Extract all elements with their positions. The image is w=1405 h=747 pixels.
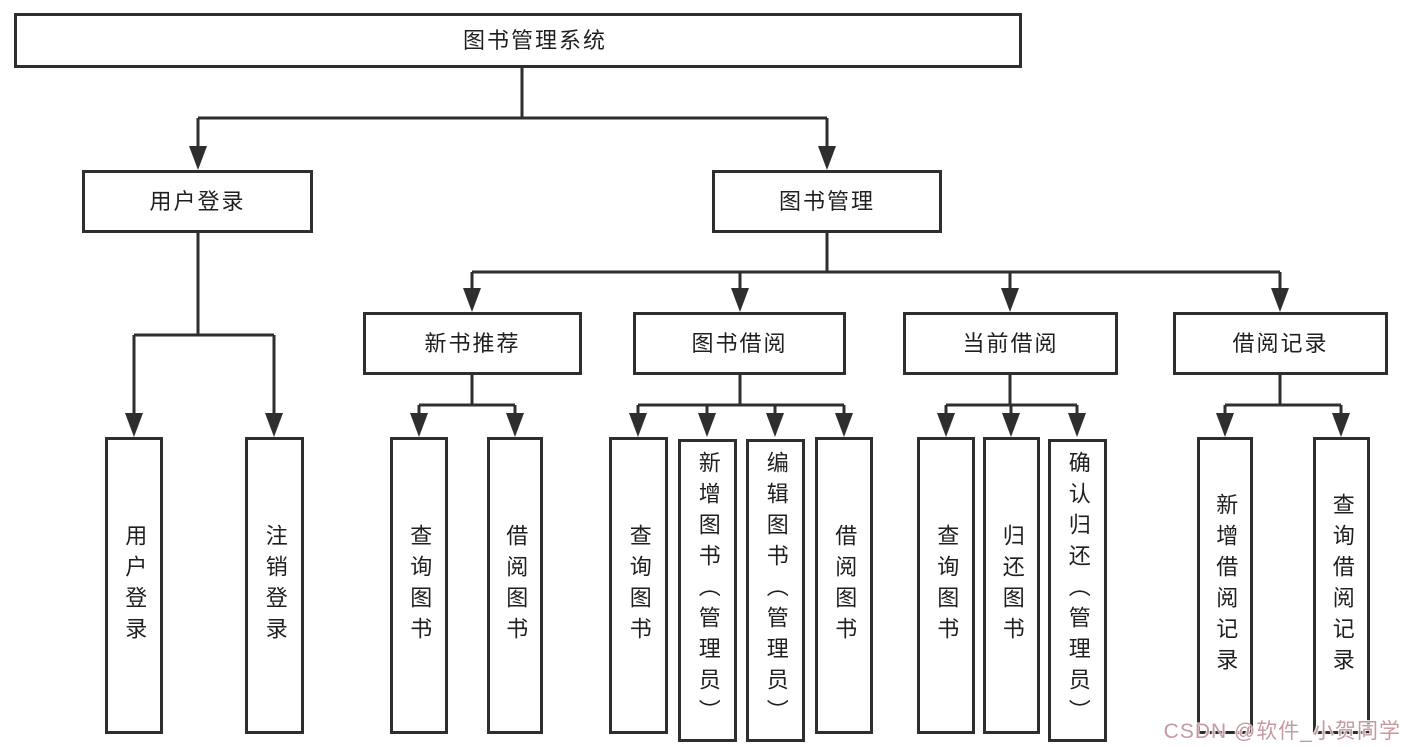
leaf-return-book: 归还图书 xyxy=(983,437,1040,734)
node-user-login: 用户登录 xyxy=(82,170,313,233)
arrowhead xyxy=(1002,413,1020,437)
edge-path xyxy=(470,233,1282,308)
edge-book-borrowing-children xyxy=(629,375,853,437)
node-label: 借阅图书 xyxy=(832,523,858,648)
node-label: 当前借阅 xyxy=(962,330,1059,356)
edge-user-login-children xyxy=(125,233,283,437)
node-label: 新增借阅记录 xyxy=(1213,492,1239,679)
node-label: 图书管理系统 xyxy=(462,27,607,53)
arrowhead xyxy=(731,288,749,312)
node-book-management: 图书管理 xyxy=(712,170,942,233)
node-label: 用户登录 xyxy=(122,523,148,648)
arrowhead xyxy=(835,413,853,437)
leaf-confirm-return-admin: 确认归还（管理员） xyxy=(1048,439,1107,742)
watermark-text: CSDN @软件_小贺同学 xyxy=(1163,720,1401,743)
arrowhead xyxy=(1068,413,1086,437)
node-label: 图书借阅 xyxy=(691,330,788,356)
arrowhead xyxy=(1216,413,1234,437)
node-current-borrowing: 当前借阅 xyxy=(903,312,1118,375)
node-label: 确认归还（管理员） xyxy=(1065,451,1091,730)
edge-path xyxy=(196,67,829,166)
leaf-query-books-current: 查询图书 xyxy=(917,437,975,734)
arrowhead xyxy=(506,413,524,437)
arrowhead xyxy=(125,413,143,437)
leaf-edit-book-admin: 编辑图书（管理员） xyxy=(746,439,805,742)
node-label: 借阅记录 xyxy=(1232,330,1329,356)
arrowhead xyxy=(629,413,647,437)
node-label: 新增图书（管理员） xyxy=(695,451,721,730)
arrowhead xyxy=(1271,288,1289,312)
node-label: 查询图书 xyxy=(934,523,960,648)
node-label: 用户登录 xyxy=(149,188,246,214)
arrowhead xyxy=(818,146,836,170)
edge-current-borrowing-children xyxy=(937,375,1086,437)
node-borrowing-records: 借阅记录 xyxy=(1173,312,1388,375)
node-label: 查询图书 xyxy=(626,523,652,648)
arrowhead xyxy=(698,413,716,437)
leaf-query-books-recommend: 查询图书 xyxy=(390,437,448,734)
leaf-borrow-books-recommend: 借阅图书 xyxy=(487,437,543,734)
leaf-logout: 注销登录 xyxy=(245,437,304,734)
edge-path xyxy=(132,233,276,433)
node-book-borrowing: 图书借阅 xyxy=(633,312,846,375)
arrowhead xyxy=(463,288,481,312)
node-label: 注销登录 xyxy=(262,523,288,648)
edge-borrowing-records-children xyxy=(1216,375,1350,437)
leaf-query-borrow-record: 查询借阅记录 xyxy=(1313,437,1370,734)
node-label: 图书管理 xyxy=(778,188,875,214)
edge-root-to-level2 xyxy=(189,67,836,170)
edge-path xyxy=(417,375,517,433)
arrowhead xyxy=(189,146,207,170)
edge-new-book-recommend-children xyxy=(410,375,524,437)
leaf-add-book-admin: 新增图书（管理员） xyxy=(678,439,737,742)
node-label: 查询图书 xyxy=(407,523,433,648)
node-label: 新书推荐 xyxy=(424,330,521,356)
node-library-system: 图书管理系统 xyxy=(14,13,1022,68)
edge-book-management-children xyxy=(463,233,1289,312)
arrowhead xyxy=(1001,288,1019,312)
arrowhead xyxy=(1332,413,1350,437)
leaf-add-borrow-record: 新增借阅记录 xyxy=(1197,437,1253,734)
node-label: 编辑图书（管理员） xyxy=(763,451,789,730)
arrowhead xyxy=(937,413,955,437)
node-label: 归还图书 xyxy=(999,523,1025,648)
node-new-book-recommend: 新书推荐 xyxy=(363,312,582,375)
edge-path xyxy=(1223,375,1343,433)
node-label: 借阅图书 xyxy=(503,523,529,648)
node-label: 查询借阅记录 xyxy=(1329,492,1355,679)
arrowhead xyxy=(265,413,283,437)
edge-path xyxy=(636,375,846,433)
arrowhead xyxy=(410,413,428,437)
leaf-borrow-books-borrowing: 借阅图书 xyxy=(815,437,873,734)
leaf-user-login: 用户登录 xyxy=(105,437,163,734)
leaf-query-books-borrowing: 查询图书 xyxy=(609,437,668,734)
arrowhead xyxy=(766,413,784,437)
